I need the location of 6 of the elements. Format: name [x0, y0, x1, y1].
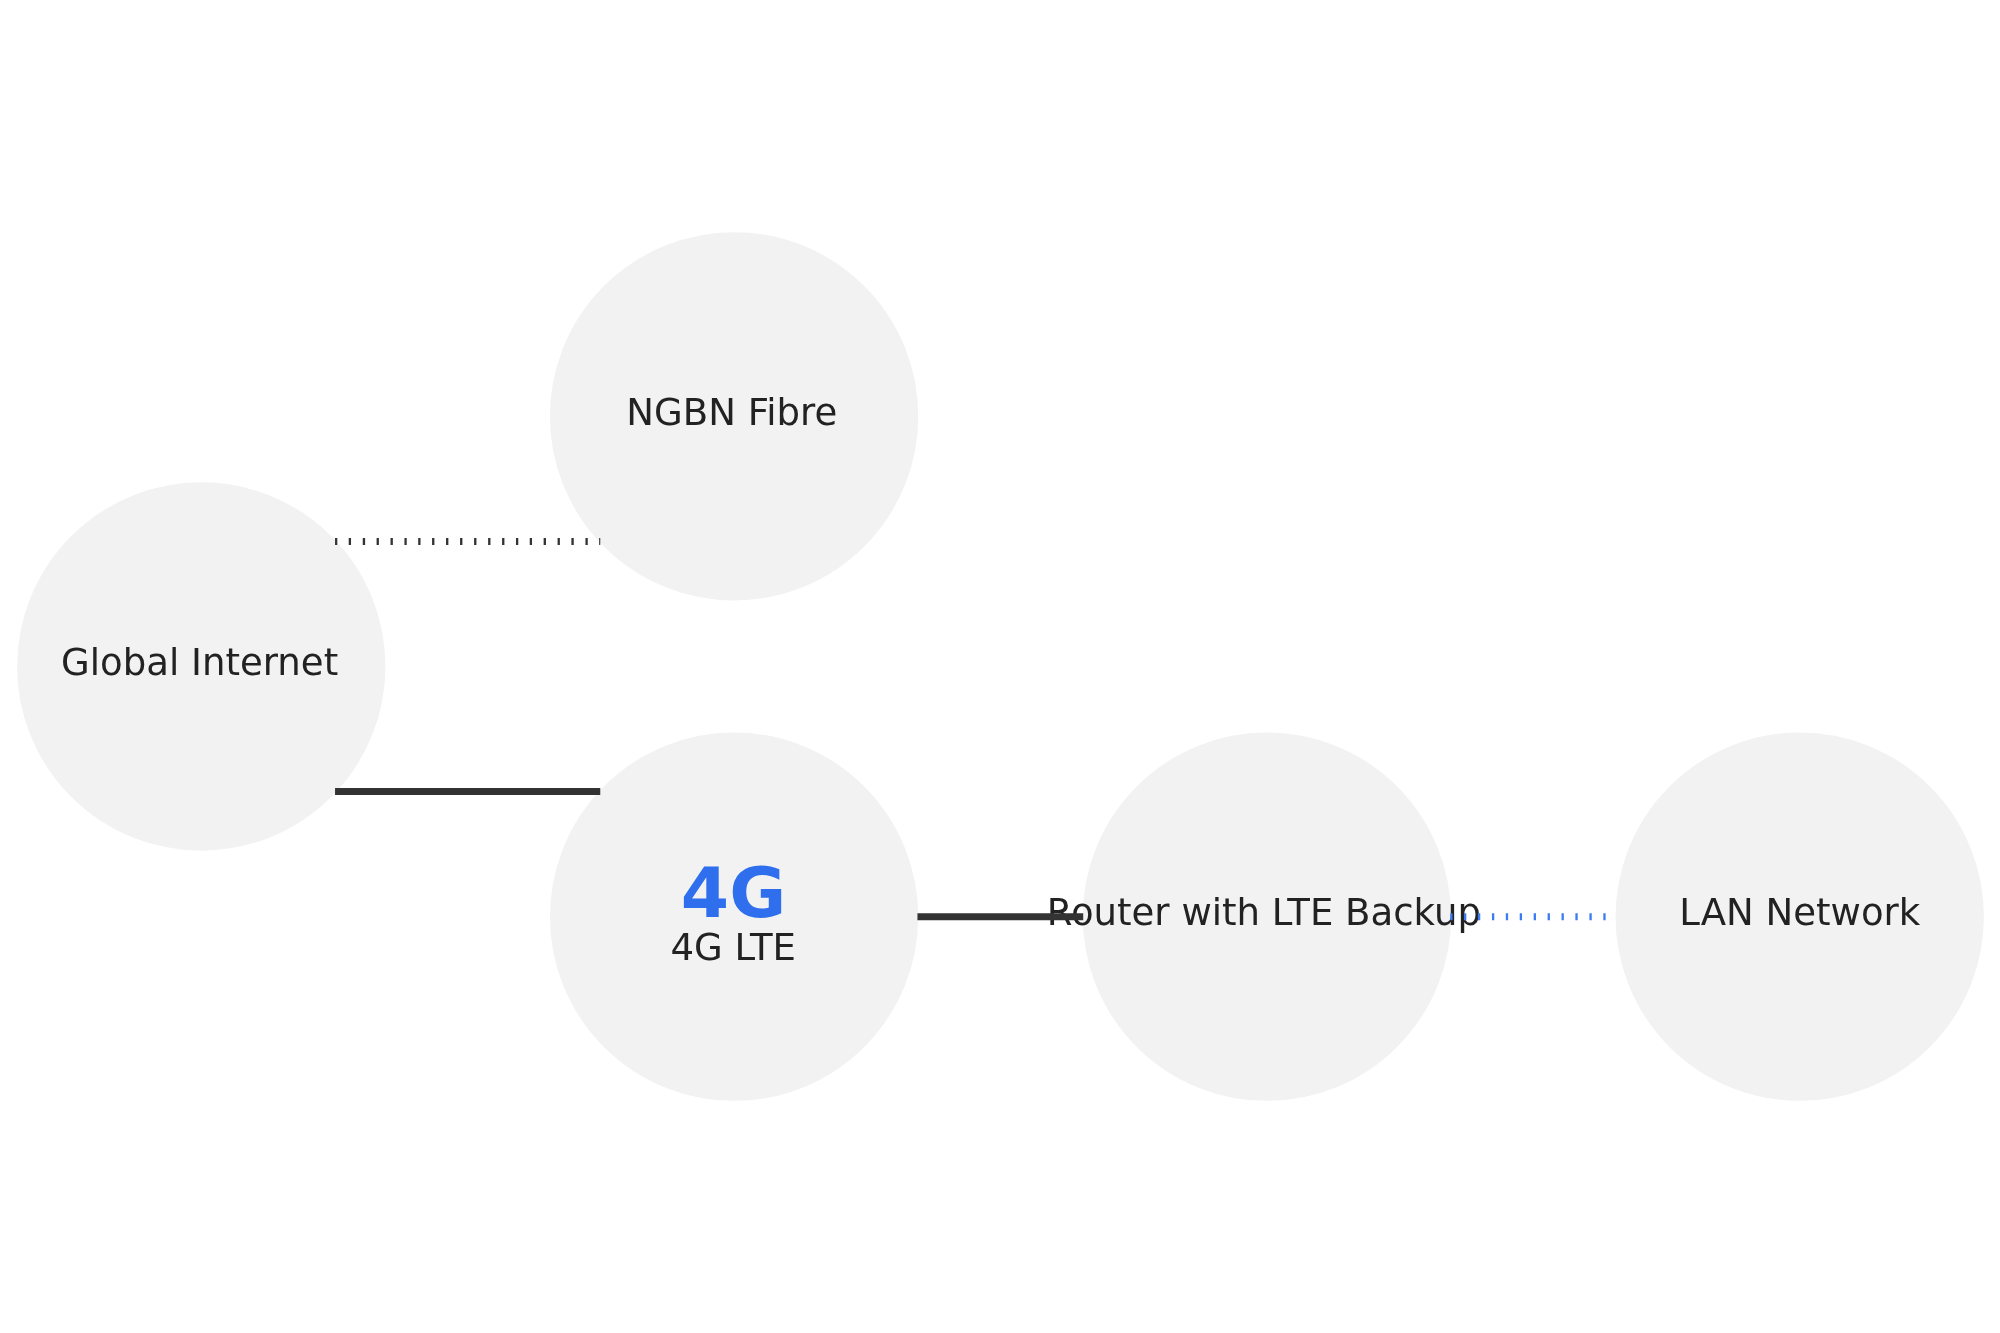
- node-circle: Global Internet: [16, 482, 385, 851]
- connector: [916, 913, 1083, 921]
- node-circle: NGBN Fibre: [549, 232, 918, 601]
- node-circle: 4G 4G LTE: [549, 732, 918, 1101]
- connector: [334, 788, 600, 796]
- connector: [334, 537, 600, 545]
